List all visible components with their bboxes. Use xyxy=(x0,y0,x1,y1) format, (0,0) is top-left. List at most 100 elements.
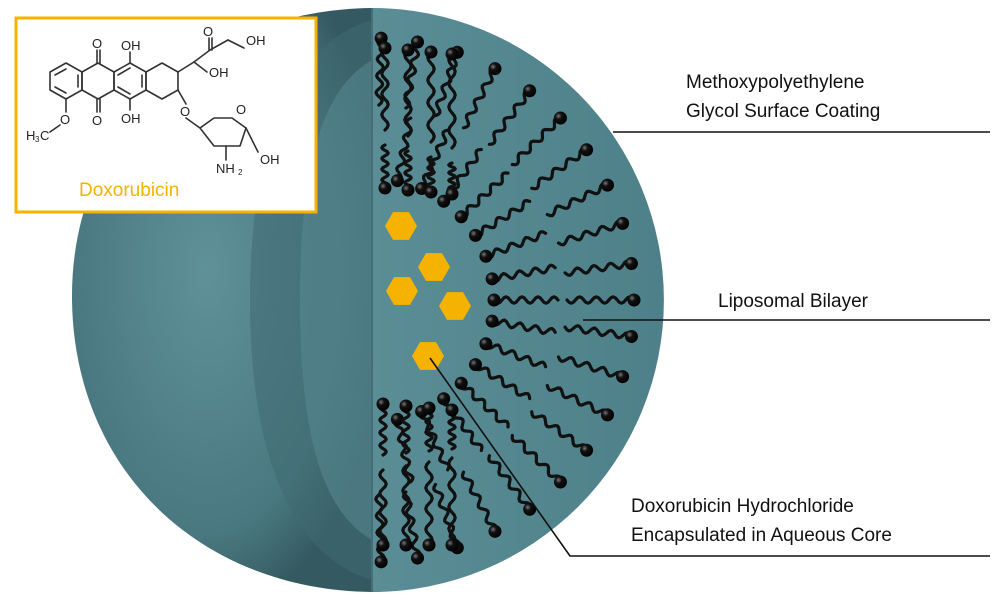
doxorubicin-hexagon xyxy=(386,277,418,305)
lipid-head xyxy=(410,35,424,49)
inset-title: Doxorubicin xyxy=(79,180,179,201)
lipid-tail xyxy=(424,460,434,547)
lipid-head xyxy=(454,376,468,390)
lipid-tail xyxy=(484,230,548,260)
lipid-head xyxy=(376,397,390,411)
lipid-head xyxy=(390,174,404,188)
lipid-head xyxy=(624,257,638,271)
lipid-head xyxy=(487,293,501,307)
lipid-head xyxy=(424,45,438,59)
lipid-head xyxy=(378,41,392,55)
doxorubicin-inset: O OH O OH OH O OH O O O H 3 C OH NH 2 Do… xyxy=(14,16,318,214)
lipid-head xyxy=(553,111,567,125)
lipid-head xyxy=(523,84,537,98)
lipid-head xyxy=(624,329,638,343)
lipid-bilayer xyxy=(374,31,641,569)
lipid-tail xyxy=(530,147,589,191)
lipid-tail xyxy=(473,363,532,401)
atom-sub-amine: 2 xyxy=(238,168,243,177)
lipid-tail xyxy=(426,50,436,144)
lipid-tail xyxy=(420,128,450,191)
lipid-head xyxy=(390,412,404,426)
lipid-head xyxy=(488,62,502,76)
lipid-head xyxy=(445,187,459,201)
lipid-tail xyxy=(401,404,411,455)
doxorubicin-hexagon xyxy=(385,212,417,240)
lipid-head xyxy=(553,475,567,489)
lipid-tail xyxy=(510,433,563,484)
lipid-head xyxy=(374,555,388,569)
lipid-head xyxy=(468,228,482,242)
atom-oh-ring: OH xyxy=(209,65,229,80)
lipid-tail xyxy=(447,456,457,547)
lipid-tail xyxy=(556,220,625,247)
lipid-head xyxy=(485,272,499,286)
atom-o-sugar-ring: O xyxy=(236,102,246,117)
lipid-tail xyxy=(403,149,413,192)
lipid-tail xyxy=(378,402,388,457)
lipid-tail xyxy=(487,89,532,146)
lipid-tail xyxy=(473,199,532,238)
doxorubicin-hexagon xyxy=(418,253,450,281)
lipid-tail xyxy=(378,468,388,547)
atom-o-top: O xyxy=(92,36,102,51)
atom-o-methoxy: O xyxy=(60,112,70,127)
lipid-tail xyxy=(545,383,610,417)
atom-o-ketone: O xyxy=(203,24,213,39)
atom-nh-amine: NH xyxy=(216,161,235,176)
lipid-tail xyxy=(460,470,498,533)
lipid-head xyxy=(445,47,459,61)
atom-oh-top: OH xyxy=(121,38,141,53)
lipid-tail xyxy=(461,67,497,130)
lipid-tail xyxy=(490,318,557,335)
lipid-head xyxy=(468,358,482,372)
atom-oh-bottom: OH xyxy=(121,111,141,126)
lipid-head xyxy=(600,178,614,192)
lipid-head xyxy=(523,502,537,516)
lipid-head xyxy=(424,185,438,199)
lipid-tail xyxy=(432,482,461,550)
lipid-tail xyxy=(401,490,422,560)
lipid-tail xyxy=(545,182,610,218)
lipid-tail xyxy=(424,406,434,453)
coating-label-line2: Glycol Surface Coating xyxy=(686,101,880,122)
inset-frame xyxy=(14,16,318,214)
lipid-head xyxy=(399,399,413,413)
lipid-head xyxy=(454,210,468,224)
atom-sub-methoxy: 3 xyxy=(35,135,40,144)
lipid-head xyxy=(401,183,415,197)
lipid-head xyxy=(488,524,502,538)
atom-h-methoxy: H xyxy=(26,128,35,143)
lipid-tail xyxy=(487,454,532,511)
lipid-head xyxy=(580,143,594,157)
lipid-tail xyxy=(380,143,390,190)
lipid-tail xyxy=(459,171,510,219)
lipid-head xyxy=(437,392,451,406)
lipid-head xyxy=(479,337,493,351)
lipid-tail xyxy=(447,408,457,451)
atom-oh-side: OH xyxy=(246,33,266,48)
lipid-tail xyxy=(393,417,415,484)
lipid-head xyxy=(401,43,415,57)
lipid-tail xyxy=(563,259,634,277)
lipid-tail xyxy=(401,464,411,547)
atom-oh-sugar: OH xyxy=(260,152,280,167)
lipid-head xyxy=(399,538,413,552)
coating-label-line1: Methoxypolyethylene xyxy=(686,72,865,93)
atom-o-bottom: O xyxy=(92,113,102,128)
annotation-labels: Methoxypolyethylene Glycol Surface Coati… xyxy=(631,72,892,546)
lipid-tail xyxy=(530,410,589,452)
lipid-tail xyxy=(484,342,548,369)
lipid-tail xyxy=(380,46,390,132)
lipid-tail xyxy=(556,355,625,379)
drug-molecules xyxy=(385,212,471,370)
lipid-head xyxy=(445,403,459,417)
lipid-head xyxy=(422,538,436,552)
lipid-tail xyxy=(403,48,413,138)
core-label-line1: Doxorubicin Hydrochloride xyxy=(631,496,854,517)
lipid-head xyxy=(616,370,630,384)
lipid-head xyxy=(422,401,436,415)
annotation-lines xyxy=(429,131,990,557)
lipid-head xyxy=(600,408,614,422)
